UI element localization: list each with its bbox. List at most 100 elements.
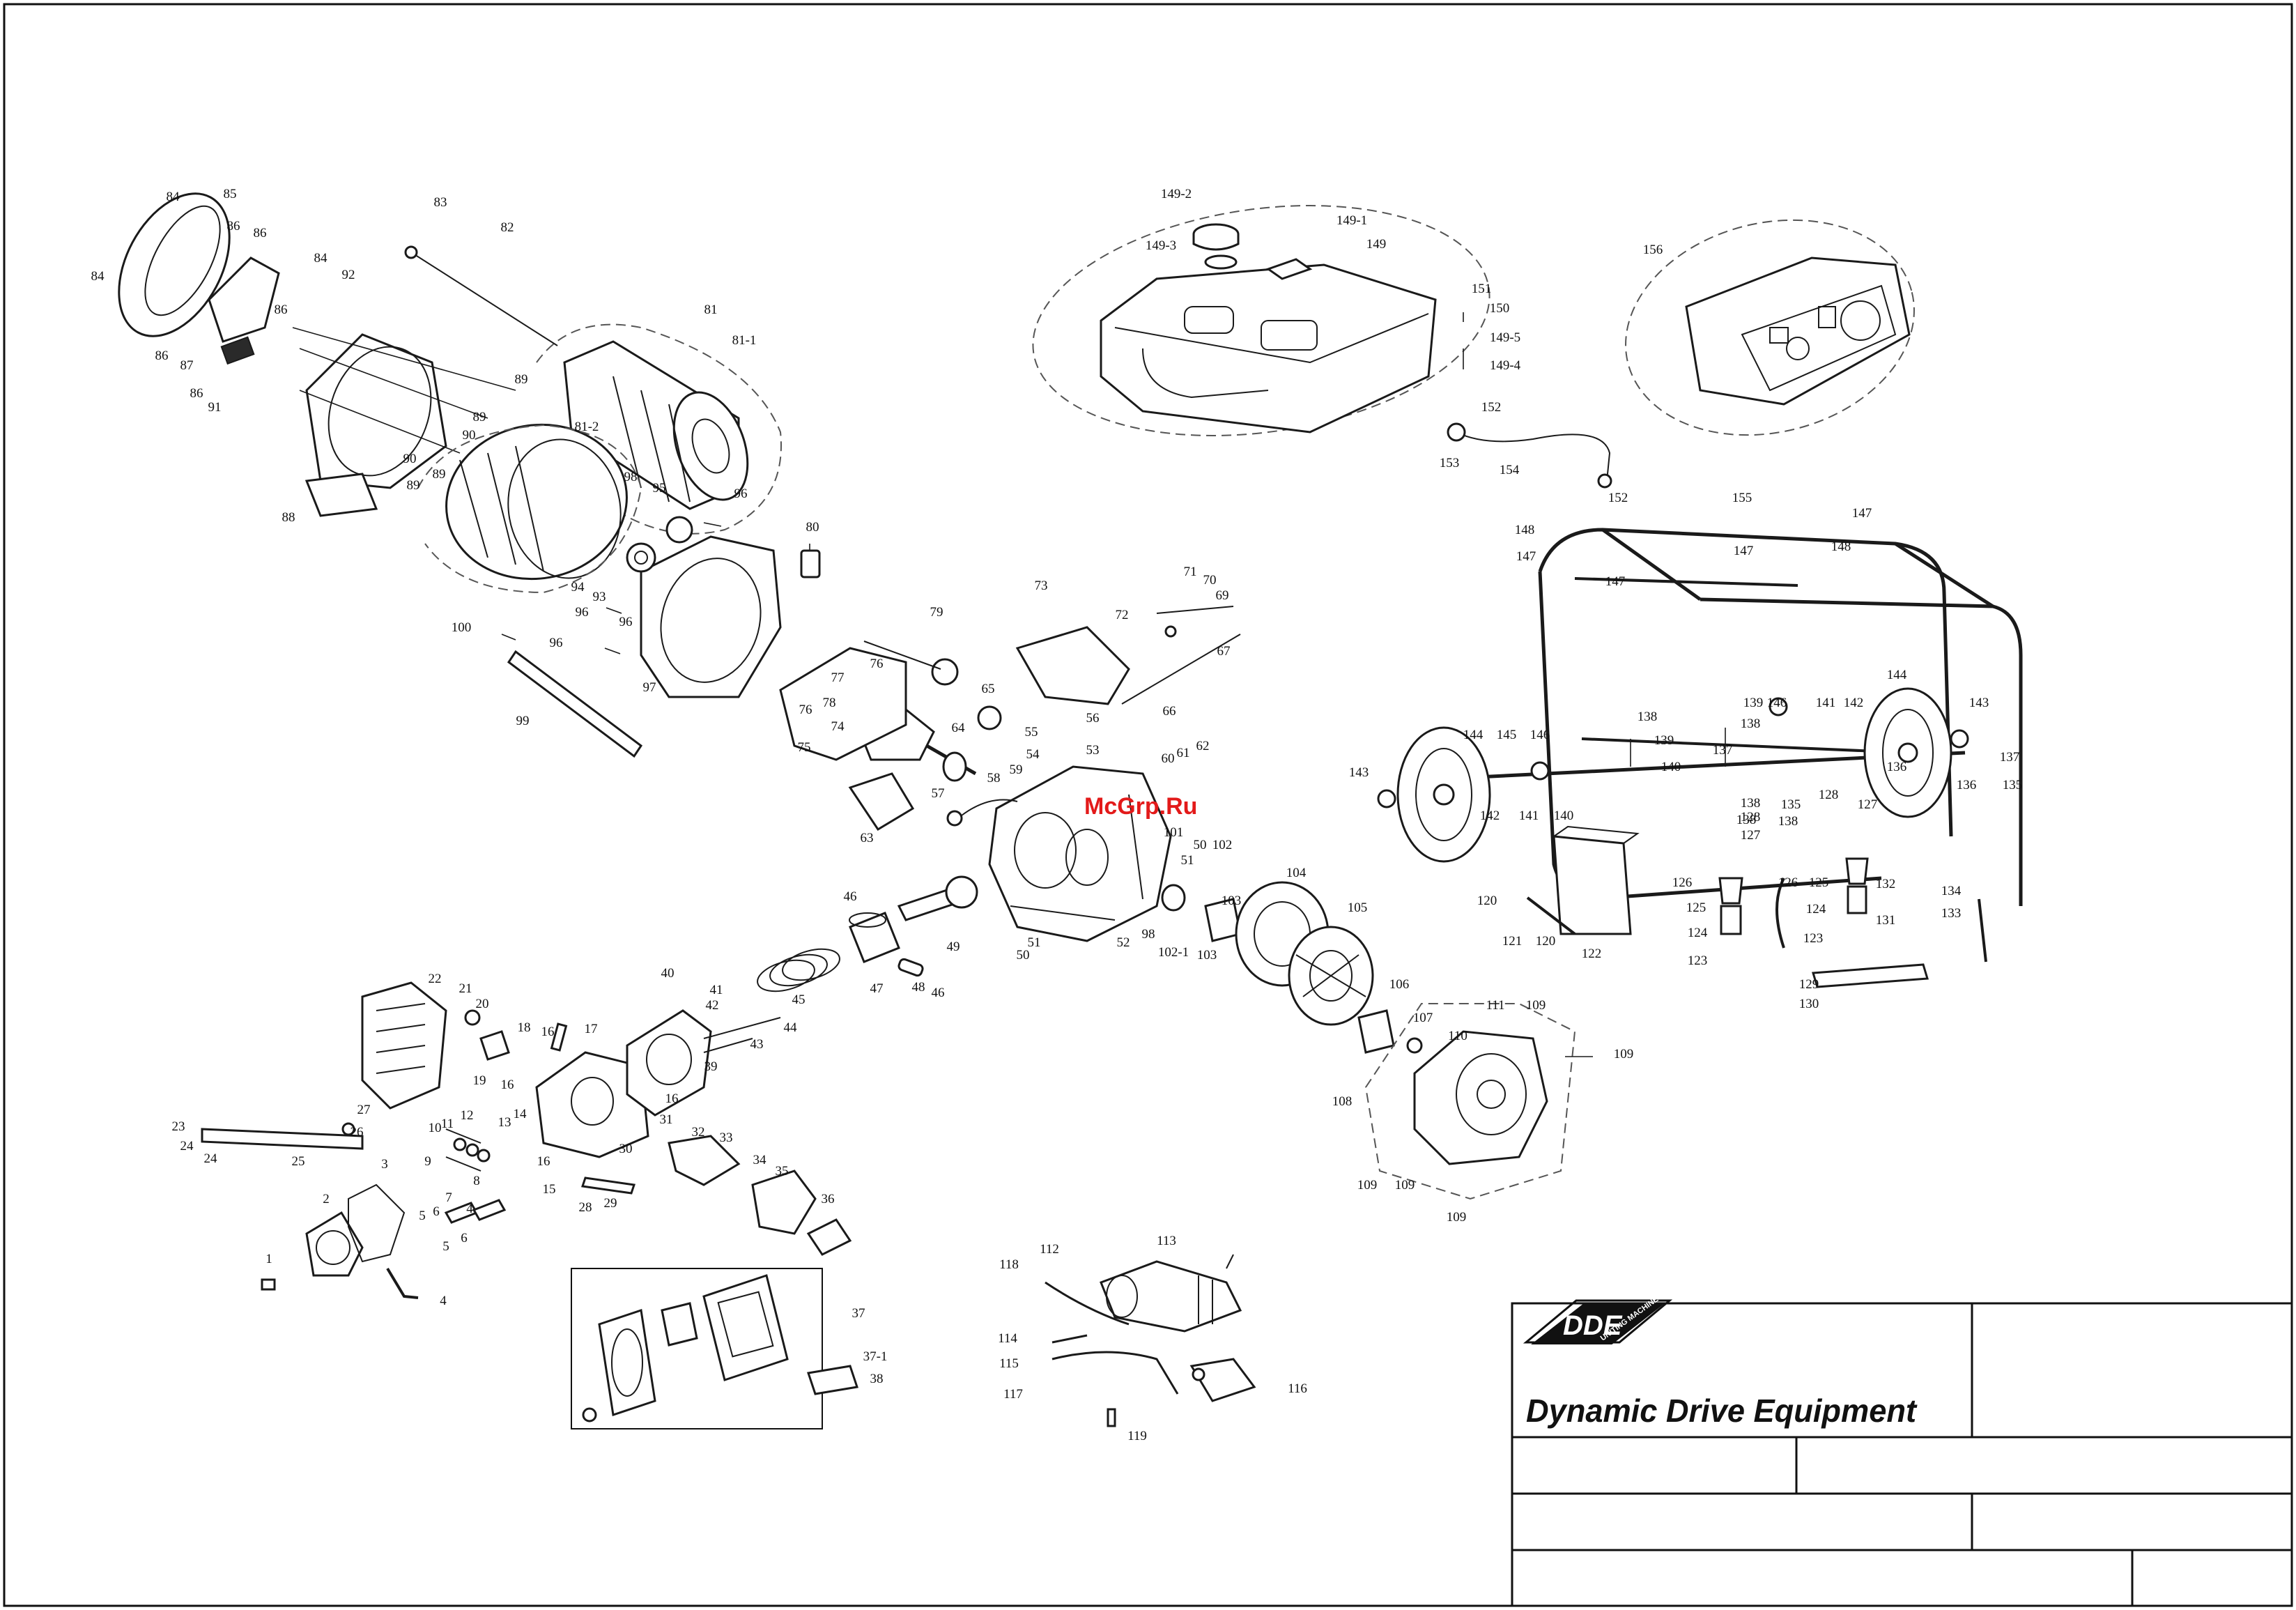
intake-manifold [668, 1135, 741, 1186]
callout-c15: 15 [543, 1182, 556, 1197]
callout-c58: 58 [987, 771, 1001, 785]
callout-c135b: 135 [1781, 797, 1801, 812]
callout-c8: 8 [473, 1174, 480, 1188]
callout-c117: 117 [1003, 1387, 1023, 1402]
callout-c137a: 137 [1713, 743, 1733, 758]
callout-c59: 59 [1010, 762, 1023, 777]
control-panel-group [1625, 219, 1915, 436]
callout-c43: 43 [750, 1037, 764, 1052]
callout-c148a: 148 [1515, 523, 1535, 537]
callout-c149-5: 149-5 [1490, 330, 1520, 345]
callout-c136b: 136 [1957, 778, 1977, 792]
callout-c12: 12 [461, 1108, 474, 1123]
callout-c131: 131 [1876, 913, 1896, 928]
watermark-text: McGrp.Ru [1084, 793, 1197, 820]
callout-c10: 10 [429, 1121, 442, 1135]
callout-c121: 121 [1502, 934, 1523, 949]
callout-c4a: 4 [466, 1202, 473, 1216]
callout-c146b: 146 [1530, 728, 1550, 742]
callout-c136a: 136 [1887, 760, 1907, 774]
callout-c64: 64 [952, 721, 966, 735]
drawing-frame [3, 3, 2293, 1607]
callout-c138d: 138 [1736, 813, 1757, 827]
callout-c35: 35 [776, 1164, 789, 1179]
callout-c25: 25 [292, 1154, 305, 1169]
callout-c120b: 120 [1536, 934, 1556, 949]
callout-c110: 110 [1448, 1029, 1467, 1043]
camshaft [848, 772, 915, 831]
callout-c75: 75 [798, 740, 811, 755]
callout-c132: 132 [1876, 877, 1896, 891]
callout-c124b: 124 [1688, 926, 1708, 940]
callout-c142a: 142 [1844, 696, 1864, 710]
callout-c77: 77 [831, 670, 845, 685]
callout-c11: 11 [441, 1117, 454, 1131]
battery [1553, 835, 1632, 935]
callout-c137b: 137 [2000, 750, 2020, 765]
fuel-tank [1100, 263, 1437, 434]
callout-c86b: 86 [254, 226, 267, 240]
callout-c87: 87 [180, 358, 194, 373]
piston [849, 912, 900, 963]
carburetor [751, 1170, 817, 1235]
callout-c82: 82 [501, 220, 514, 235]
callout-c76b: 76 [799, 703, 812, 717]
callout-c16a: 16 [541, 1025, 555, 1039]
callout-c7: 7 [445, 1190, 452, 1205]
callout-c118: 118 [999, 1257, 1019, 1272]
callout-c30: 30 [619, 1142, 633, 1156]
callout-c109d: 109 [1395, 1178, 1415, 1193]
callout-c26: 26 [350, 1125, 364, 1140]
callout-c37: 37 [852, 1306, 865, 1321]
callout-c122: 122 [1582, 946, 1602, 961]
starter-cup [1357, 1009, 1395, 1054]
air-filter-cover [598, 1309, 656, 1416]
spark-plug [550, 1022, 568, 1052]
callout-c86a: 86 [227, 219, 240, 233]
rocker-cover [305, 1211, 364, 1277]
callout-c105: 105 [1348, 900, 1368, 915]
callout-c50b: 50 [1017, 948, 1030, 963]
callout-c53: 53 [1086, 743, 1100, 758]
rear-housing [305, 333, 447, 489]
callout-c106: 106 [1389, 977, 1410, 992]
callout-c133: 133 [1941, 906, 1962, 921]
callout-c84c: 84 [314, 251, 328, 266]
callout-c127a: 127 [1858, 797, 1878, 812]
callout-c34: 34 [753, 1153, 767, 1167]
callout-c48: 48 [912, 980, 925, 995]
callout-c129: 129 [1799, 977, 1819, 992]
callout-c2: 2 [323, 1192, 330, 1206]
callout-c52: 52 [1117, 935, 1130, 950]
callout-c78: 78 [823, 696, 836, 710]
callout-c116: 116 [1288, 1381, 1307, 1396]
starter-solenoid [1189, 1358, 1256, 1402]
callout-c147d: 147 [1605, 574, 1626, 589]
brush-holder [208, 256, 280, 343]
callout-c89b: 89 [473, 410, 486, 424]
fuel-line [1456, 431, 1611, 489]
callout-c39: 39 [704, 1059, 718, 1074]
callout-c79: 79 [930, 605, 943, 620]
callout-c143b: 143 [1349, 765, 1369, 780]
callout-c84a: 84 [167, 190, 180, 204]
callout-c93: 93 [593, 590, 606, 604]
callout-c109c: 109 [1357, 1178, 1378, 1193]
callout-c69: 69 [1216, 588, 1229, 603]
sensor [800, 549, 821, 578]
callout-c96b: 96 [576, 605, 589, 620]
callout-c20: 20 [476, 997, 489, 1011]
callout-c21: 21 [459, 981, 472, 996]
callout-c149-4: 149-4 [1490, 358, 1521, 373]
callout-c139b: 139 [1654, 733, 1674, 748]
callout-c62: 62 [1196, 739, 1210, 753]
engine-group [757, 606, 1423, 1054]
callout-c152b: 152 [1608, 491, 1628, 505]
callout-c91: 91 [208, 400, 222, 415]
callout-c49: 49 [947, 940, 960, 954]
callout-c46a: 46 [844, 889, 857, 904]
callout-c55: 55 [1025, 725, 1038, 739]
head-gasket [626, 1009, 712, 1117]
air-filter-base [702, 1274, 789, 1381]
